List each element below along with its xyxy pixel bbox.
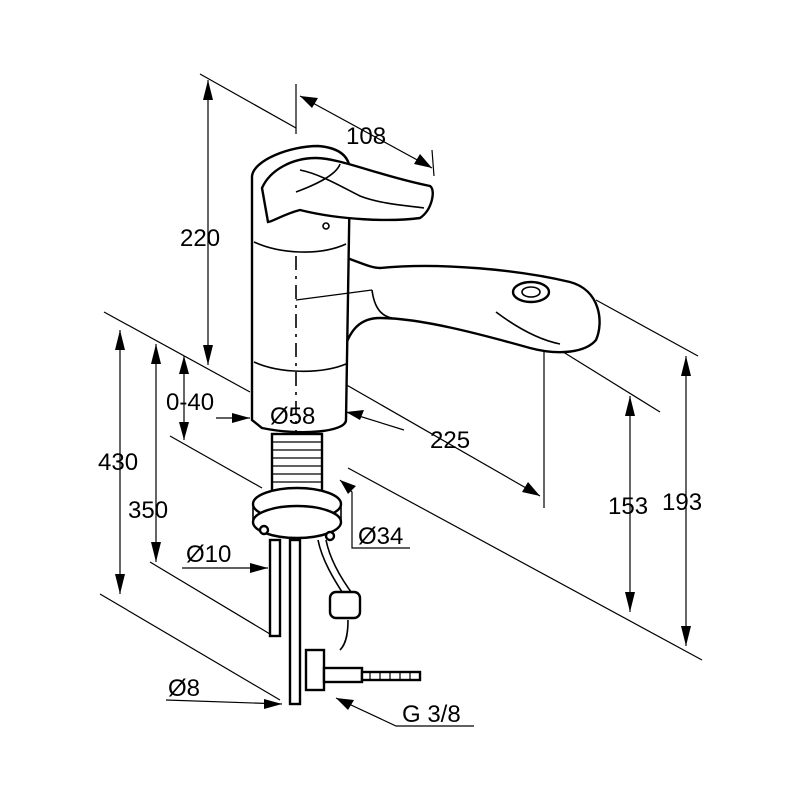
arrow-g38: [336, 698, 354, 710]
arrow-108-right: [414, 154, 432, 168]
hose-braided: [317, 539, 347, 599]
ext-line-108-left: [199, 73, 297, 129]
dimension-labels: 108 220 0-40 Ø58 225 430 350 Ø34 Ø10 153…: [98, 123, 702, 728]
faucet: [250, 144, 601, 706]
label-108: 108: [346, 123, 386, 150]
label-153: 153: [608, 493, 648, 520]
hose-center: [288, 538, 302, 706]
label-34: Ø34: [358, 523, 403, 550]
label-193: 193: [662, 489, 702, 516]
label-220: 220: [180, 225, 220, 252]
column-ring-bottom: [253, 361, 347, 373]
spray-button: [511, 280, 551, 304]
arrow-193-top: [681, 356, 691, 376]
leader-8: [165, 699, 283, 705]
arrow-58-left: [232, 413, 250, 423]
hose-left: [268, 538, 282, 638]
arrow-430-top: [115, 330, 125, 350]
label-g38: G 3/8: [402, 701, 461, 728]
dim-line-108: [299, 95, 433, 169]
spout-underside: [495, 311, 561, 345]
arrow-350-top: [151, 344, 161, 364]
ext-line-430-top: [103, 311, 251, 393]
spray-button-inner: [521, 286, 541, 298]
label-225: 225: [430, 427, 470, 454]
arrow-10: [250, 563, 268, 573]
arrow-108-left: [300, 96, 318, 108]
lever-screw: [322, 222, 330, 230]
arrow-58-right: [346, 410, 364, 420]
arrow-350-bottom: [151, 542, 161, 562]
ext-line-153-top: [559, 349, 661, 413]
arrow-153-bottom: [625, 592, 635, 612]
angle-fitting: [304, 648, 326, 692]
arrow-0-40-bottom: [179, 422, 189, 440]
flange-bolt-left: [258, 524, 270, 536]
arrow-34: [340, 480, 356, 494]
arrow-430-bottom: [115, 574, 125, 594]
label-0-40: 0-40: [166, 389, 214, 416]
dim-line-225: [309, 363, 541, 497]
label-58: Ø58: [270, 403, 315, 430]
arrow-153-top: [625, 396, 635, 416]
ext-line-108-right: [431, 149, 435, 177]
arrow-193-bottom: [681, 626, 691, 646]
lever-contour: [299, 169, 425, 209]
ext-line-193-top: [595, 299, 699, 357]
leader-g38: [335, 697, 474, 727]
label-10: Ø10: [186, 541, 231, 568]
threaded-shank: [270, 432, 324, 494]
connector: [322, 666, 364, 684]
spout: [328, 250, 601, 354]
arrow-220-bottom: [203, 345, 213, 365]
thread-lines: [272, 441, 322, 483]
column-ring-top: [253, 241, 347, 253]
spout-contour: [371, 289, 393, 319]
connector-thread-lines: [369, 672, 411, 680]
ext-line-350-bottom: [149, 561, 271, 635]
arrow-0-40-top: [179, 356, 189, 374]
arrow-225-right: [522, 482, 540, 496]
connector-thread: [360, 670, 422, 682]
lever-notch: [295, 163, 341, 193]
ext-line-430-bottom: [99, 593, 281, 701]
label-350: 350: [128, 497, 168, 524]
arrow-8: [264, 699, 282, 709]
label-430: 430: [98, 449, 138, 476]
hose-valve: [328, 590, 362, 620]
hose-lower: [339, 619, 349, 651]
label-8: Ø8: [168, 675, 200, 702]
ext-line-base: [347, 467, 703, 661]
ext-line-0-40: [169, 435, 263, 489]
arrow-220-top: [203, 80, 213, 100]
flange-bolt-right: [324, 530, 336, 542]
spout-axis: [295, 289, 373, 301]
